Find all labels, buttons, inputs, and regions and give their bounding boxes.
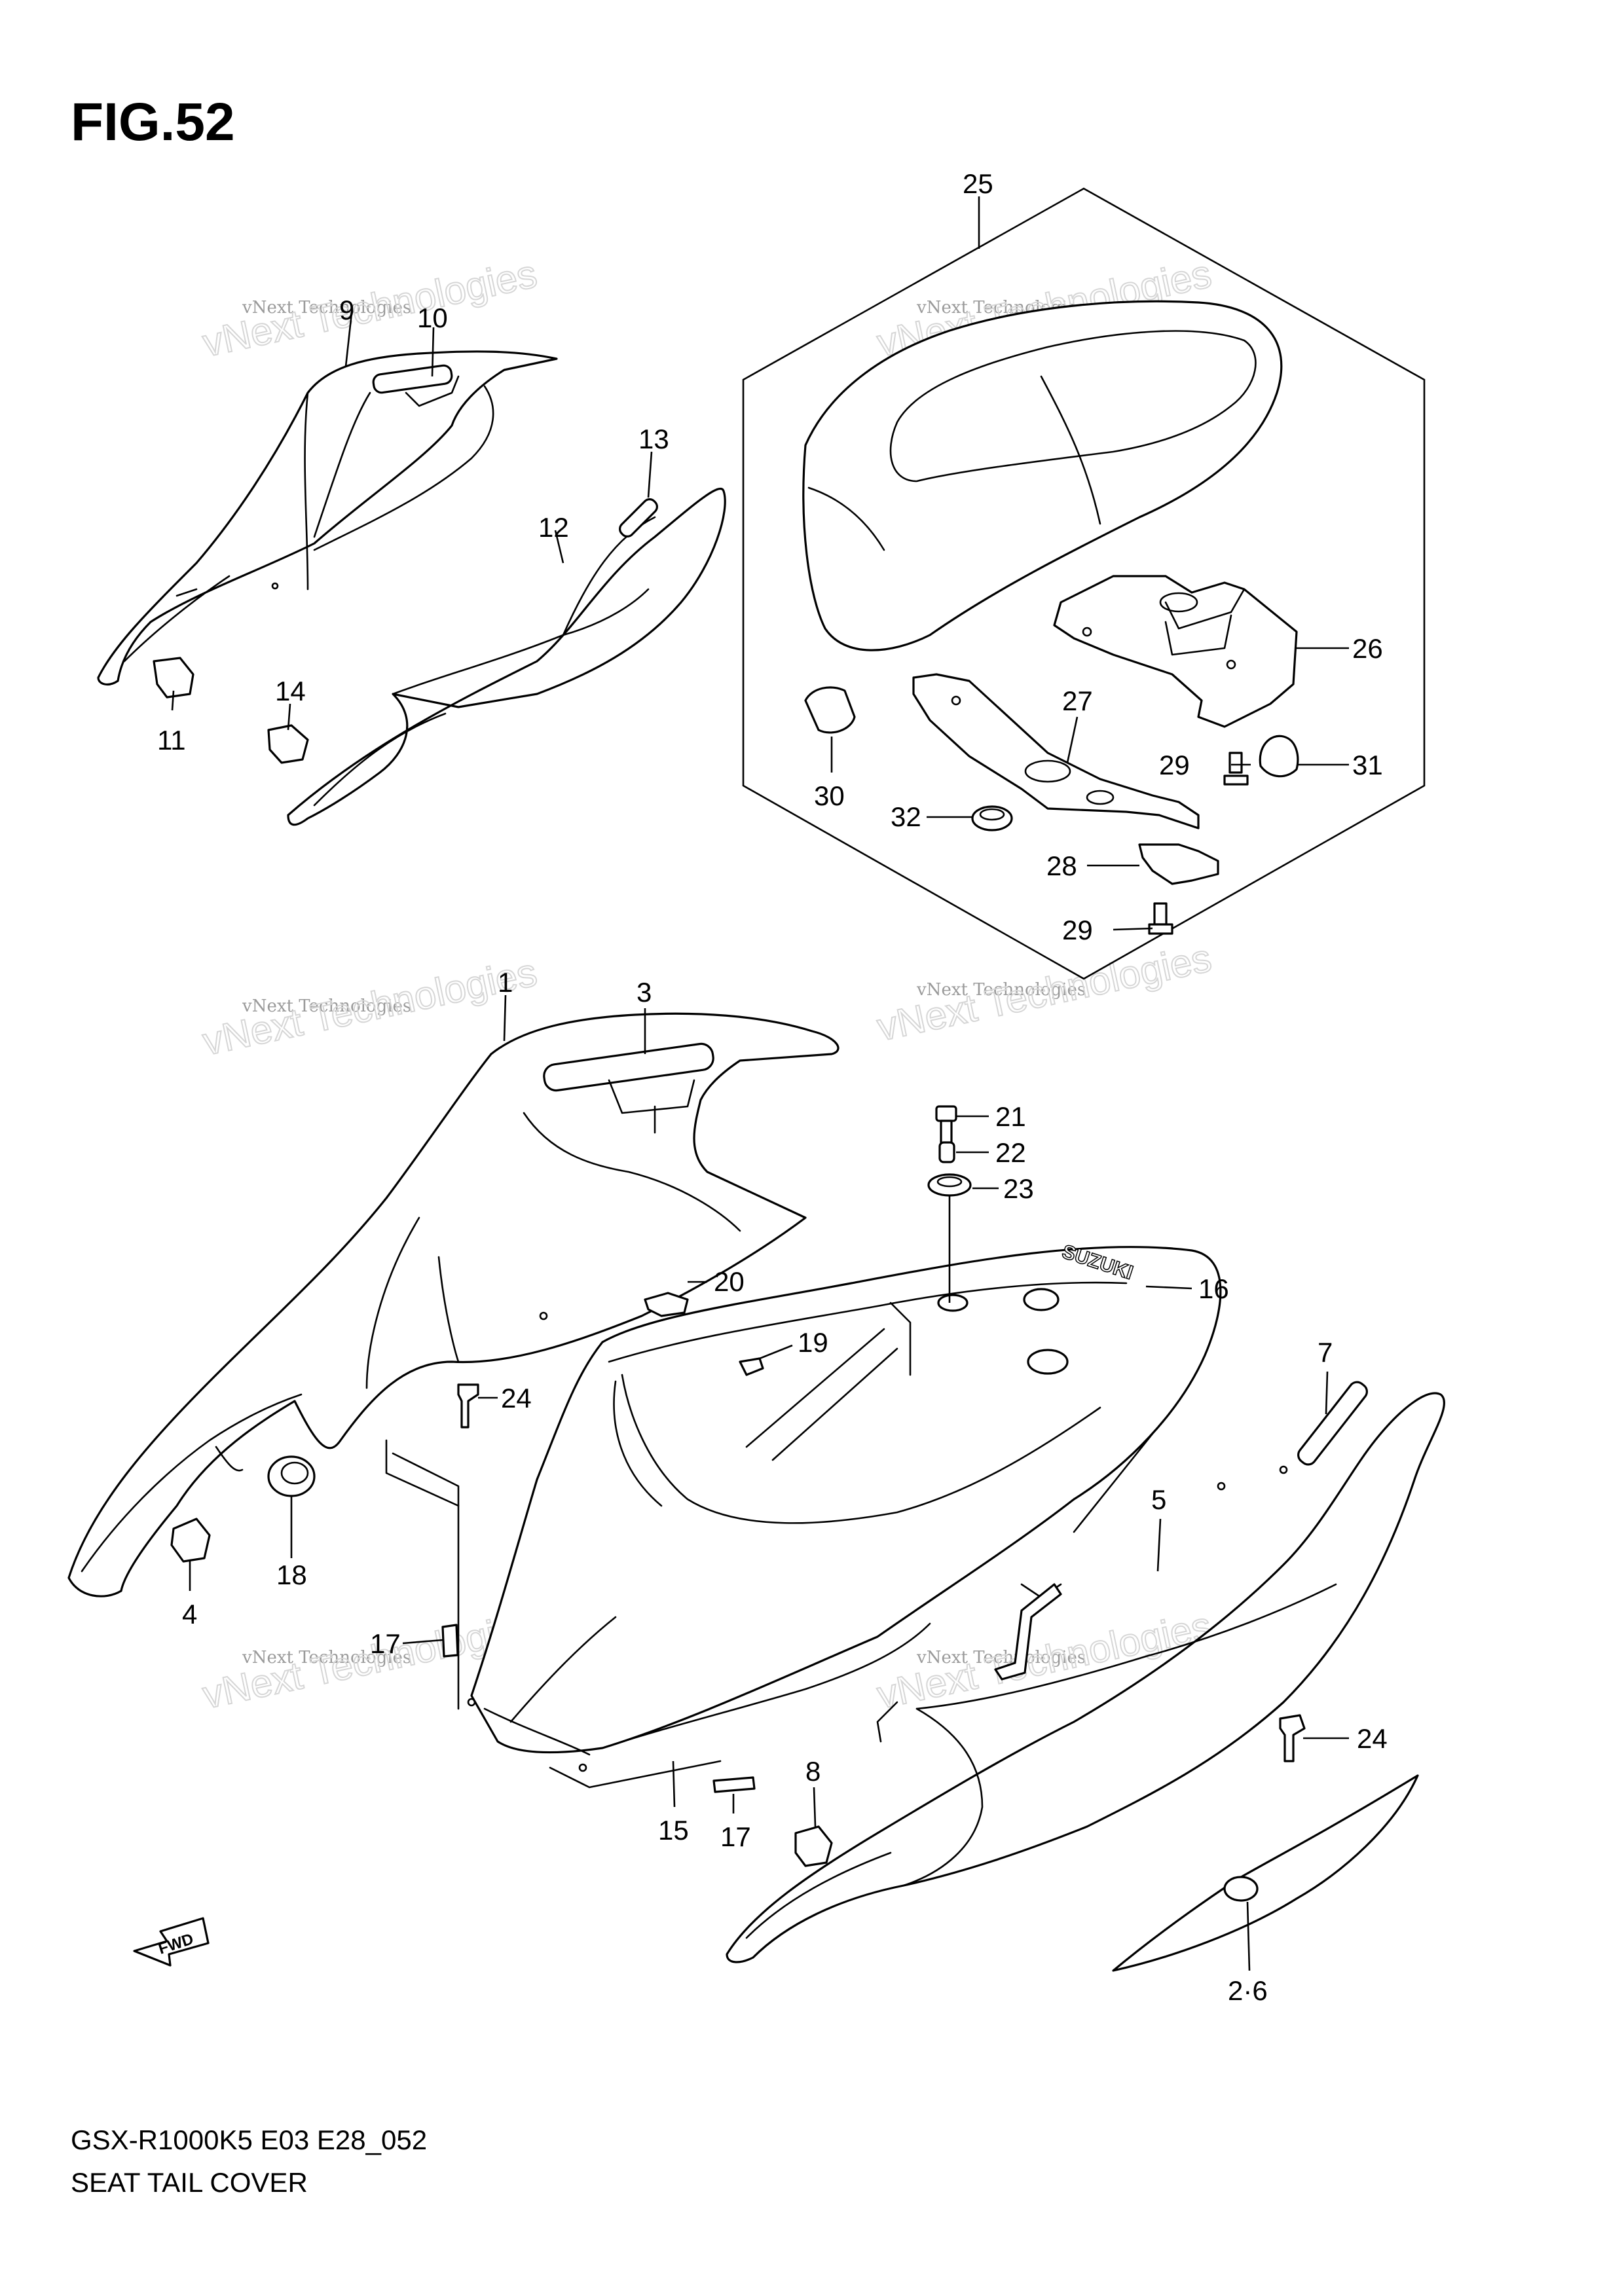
bracket-26 bbox=[1053, 575, 1298, 728]
bolt-19 bbox=[739, 1357, 764, 1376]
watermark-small: vNext Technologies bbox=[916, 980, 1086, 1000]
callout-20: 20 bbox=[714, 1266, 745, 1297]
callout-17-left: 17 bbox=[370, 1628, 401, 1659]
plate-27 bbox=[912, 673, 1200, 829]
fwd-arrow-icon: FWD bbox=[133, 1917, 210, 1967]
figure-title: FIG.52 bbox=[71, 92, 235, 152]
callout-11: 11 bbox=[157, 725, 186, 756]
section-title: SEAT TAIL COVER bbox=[71, 2167, 308, 2198]
tail-cover-upper-left bbox=[97, 350, 558, 686]
callout-31: 31 bbox=[1352, 750, 1383, 780]
callout-7: 7 bbox=[1318, 1337, 1333, 1368]
callout-8: 8 bbox=[805, 1756, 821, 1787]
callout-21: 21 bbox=[995, 1101, 1026, 1132]
clip-11 bbox=[153, 657, 194, 699]
grommet-32 bbox=[971, 805, 1013, 831]
callout-1: 1 bbox=[498, 967, 513, 998]
clip-8 bbox=[794, 1825, 833, 1867]
collar-22 bbox=[938, 1141, 955, 1163]
tape-17-right bbox=[712, 1776, 756, 1793]
callout-16: 16 bbox=[1198, 1273, 1229, 1304]
callout-22: 22 bbox=[995, 1137, 1026, 1168]
leader-lines bbox=[171, 196, 1349, 1971]
watermark-small: vNext Technologies bbox=[242, 996, 411, 1016]
rear-fender-15 bbox=[385, 1439, 1062, 1789]
emblem-2-6 bbox=[1112, 1774, 1419, 1972]
grommet-18 bbox=[267, 1455, 316, 1497]
watermark-4: vNext Technologies vNext Technologies bbox=[873, 935, 1216, 1049]
watermark-small: vNext Technologies bbox=[242, 1648, 411, 1667]
watermark-1: vNext Technologies vNext Technologies bbox=[198, 251, 542, 365]
callout-3: 3 bbox=[637, 977, 652, 1008]
grommet-23 bbox=[927, 1173, 972, 1197]
model-code: GSX-R1000K5 E03 E28_052 bbox=[71, 2124, 428, 2155]
callout-17-right: 17 bbox=[720, 1821, 751, 1852]
watermark-small: vNext Technologies bbox=[242, 298, 411, 318]
callout-26: 26 bbox=[1352, 633, 1383, 664]
callout-4: 4 bbox=[182, 1599, 197, 1630]
callout-13: 13 bbox=[638, 424, 669, 454]
tail-cover-1 bbox=[67, 1012, 840, 1597]
bolt-29-lower bbox=[1148, 902, 1173, 935]
side-cover-5 bbox=[726, 1381, 1445, 1963]
rivet-24-right bbox=[1279, 1714, 1306, 1762]
clip-4 bbox=[170, 1518, 211, 1563]
callout-10: 10 bbox=[417, 302, 448, 333]
seat-tail-16: SUZUKI bbox=[467, 1241, 1222, 1772]
callout-29-lower: 29 bbox=[1062, 915, 1093, 945]
callouts: 9 10 11 12 13 14 25 26 27 29 31 30 32 28… bbox=[157, 168, 1388, 2006]
callout-30: 30 bbox=[814, 780, 845, 811]
callout-28: 28 bbox=[1046, 850, 1077, 881]
callout-29-upper: 29 bbox=[1159, 750, 1190, 780]
bumper-30 bbox=[804, 686, 856, 734]
rivet-24-left bbox=[457, 1383, 479, 1429]
callout-27: 27 bbox=[1062, 685, 1093, 716]
callout-15: 15 bbox=[658, 1815, 689, 1846]
side-panel-12 bbox=[287, 487, 726, 826]
callout-12: 12 bbox=[538, 512, 569, 543]
callout-24-right: 24 bbox=[1357, 1723, 1388, 1754]
callout-25: 25 bbox=[963, 168, 993, 199]
callout-2-6: 2·6 bbox=[1228, 1975, 1268, 2006]
callout-5: 5 bbox=[1151, 1484, 1166, 1515]
tape-17-left bbox=[441, 1624, 459, 1658]
callout-32: 32 bbox=[891, 801, 921, 832]
callout-9: 9 bbox=[339, 295, 354, 325]
bumper-31 bbox=[1259, 735, 1299, 778]
callout-14: 14 bbox=[275, 676, 306, 706]
latch-28 bbox=[1138, 843, 1219, 885]
watermark-3: vNext Technologies vNext Technologies bbox=[198, 949, 542, 1064]
watermark-small: vNext Technologies bbox=[916, 1648, 1086, 1667]
callout-18: 18 bbox=[276, 1559, 307, 1590]
callout-23: 23 bbox=[1003, 1173, 1034, 1204]
clip-14 bbox=[267, 724, 309, 764]
seat-cowl-hexagon bbox=[742, 187, 1426, 980]
callout-24-left: 24 bbox=[501, 1383, 532, 1413]
callout-19: 19 bbox=[798, 1327, 828, 1358]
bracket-20 bbox=[644, 1292, 689, 1317]
seat-cowl-25 bbox=[802, 300, 1283, 651]
bolt-29-upper bbox=[1223, 752, 1249, 786]
